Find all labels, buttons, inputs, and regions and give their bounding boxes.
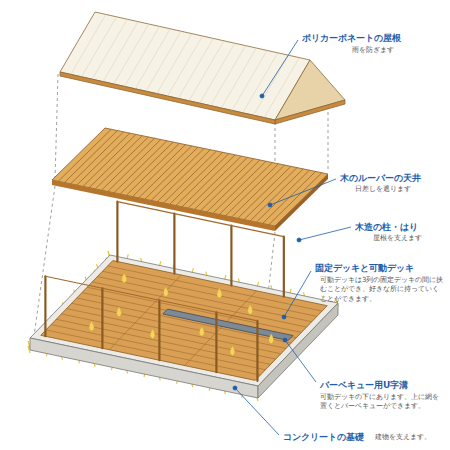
wood-post [283,237,285,297]
wood-post [101,288,103,348]
flame-figure [117,307,122,317]
callout-heading: 木のルーバーの天井 [340,172,421,184]
flame-figure [150,329,155,339]
wood-post [256,321,258,381]
flame-figure [163,287,168,297]
leader-lines [233,40,351,435]
callout-heading: ポリカーボネートの屋根 [302,32,401,44]
louver-slat [244,168,297,220]
flame-figure [89,321,94,331]
deck-board [97,277,311,322]
deck-board [51,325,265,370]
flame-figure [248,304,253,314]
wood-post [116,202,118,262]
louver-slat [256,170,309,222]
wood-beam [174,214,231,226]
deck-board [108,266,322,311]
callout-note: 可動デッキは3列の固定デッキの間に挟むことができ、好きな所に持っていくことができ… [320,276,445,304]
callout-heading: 木造の柱・はり [355,221,418,233]
flame-figure [269,334,274,344]
deck-board [77,298,291,343]
deck-board [87,287,301,332]
flame-figure [199,326,204,336]
u-channel [163,309,293,340]
callout-note: 日差しを遮ります [355,185,445,194]
callout-note: 屋根を支えます [373,234,443,243]
callout-heading: バーベキュー用U字溝 [320,379,408,391]
roof [60,12,345,124]
callout-note: 可動デッキの下にあります。上に網を置くとバーベキューができます。 [320,393,445,412]
callout-heading: 固定デッキと可動デッキ [315,262,414,274]
wood-post [215,312,217,372]
wood-beam [216,312,257,321]
wood-beam [45,276,102,288]
callout-note: 建物を支えます。 [375,433,443,442]
wood-beam [231,226,283,237]
wood-post [44,276,46,336]
concrete-base [28,202,338,401]
flame-figure [230,346,235,356]
ceiling-louver [52,128,328,231]
flame-figure [122,273,127,283]
deck-board [72,303,286,348]
wood-post [158,300,160,360]
wood-post [173,214,175,274]
wood-beam [117,202,174,214]
wood-beam [102,288,159,300]
roof-line [264,58,299,118]
callout-note: 雨を防ぎます [352,46,442,55]
flame-figure [217,288,222,298]
wood-post [230,226,232,286]
louver-slat [269,173,322,225]
wood-beam [159,300,216,312]
callout-heading: コンクリートの基礎 [283,431,364,443]
deck-board [61,314,275,359]
